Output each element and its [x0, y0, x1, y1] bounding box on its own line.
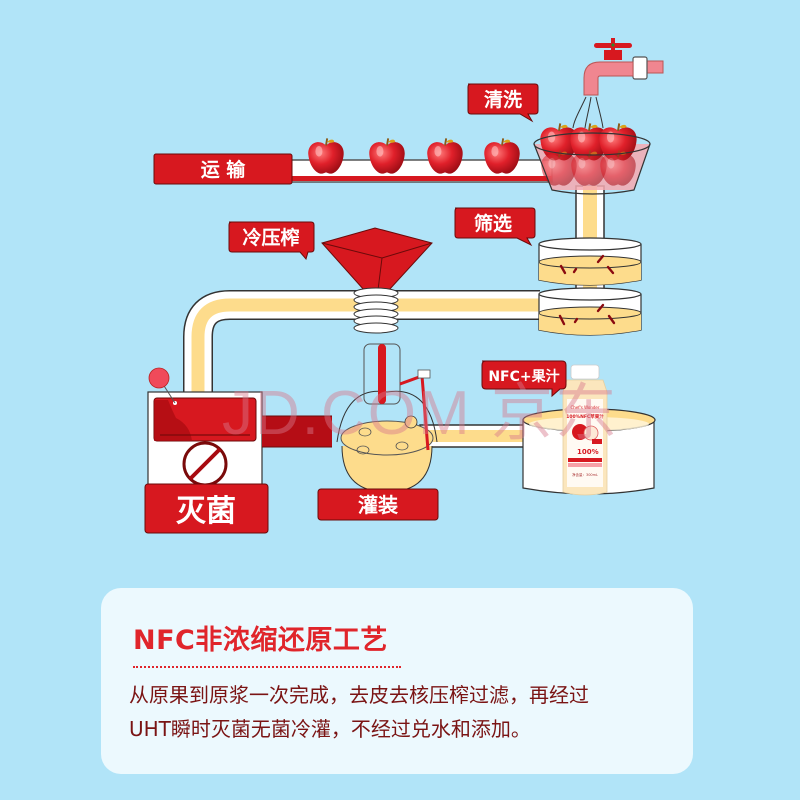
- label-transport: 运 输: [153, 153, 293, 185]
- bottle-volume: 净含量：300mL: [572, 472, 598, 477]
- apple-icon: [483, 137, 521, 175]
- juice-bottle-icon: Chef's Wonder 100%NFC苹果汁 100% 净含量：300mL: [562, 364, 608, 496]
- spring-coil-icon: [353, 287, 399, 334]
- faucet-icon: [572, 38, 664, 129]
- label-wash-text: 清洗: [484, 88, 522, 111]
- label-sterilize: 灭菌: [144, 483, 269, 534]
- info-card: NFC非浓缩还原工艺 从原果到原浆一次完成，去皮去核压榨过滤，再经过 UHT瞬时…: [101, 588, 693, 774]
- apple-icon: [368, 137, 406, 175]
- sieve-icon: [538, 237, 642, 336]
- info-title: NFC非浓缩还原工艺: [133, 625, 388, 656]
- label-cold-press-text: 冷压榨: [242, 226, 299, 249]
- label-filter: 筛选: [454, 207, 536, 247]
- label-transport-text: 运 输: [201, 158, 247, 181]
- wash-bowl-icon: [533, 122, 651, 195]
- flask-icon: [336, 343, 438, 493]
- label-wash: 清洗: [467, 83, 539, 123]
- label-product: NFC+果汁: [481, 360, 567, 398]
- bottle-badge: 100%: [577, 448, 599, 456]
- pipe-sieve-to-sterilizer: [183, 290, 540, 395]
- bottle-product-line: 100%NFC苹果汁: [566, 413, 604, 420]
- sterilizer-machine-icon: [147, 367, 332, 489]
- no-sign-icon: [182, 441, 228, 487]
- info-body: 从原果到原浆一次完成，去皮去核压榨过滤，再经过 UHT瞬时灭菌无菌冷灌，不经过兑…: [129, 678, 669, 746]
- funnel-icon: [321, 227, 433, 291]
- info-body-line: UHT瞬时灭菌无菌冷灌，不经过兑水和添加。: [129, 717, 531, 741]
- label-sterilize-text: 灭菌: [176, 494, 236, 529]
- label-fill: 灌装: [317, 488, 439, 521]
- pipe-flask-to-pot: [419, 424, 531, 448]
- label-product-text: NFC+果汁: [488, 368, 559, 385]
- label-cold-press: 冷压榨: [228, 221, 315, 261]
- info-body-line: 从原果到原浆一次完成，去皮去核压榨过滤，再经过: [129, 683, 589, 707]
- bottle-brand: Chef's Wonder: [571, 405, 600, 410]
- dotted-divider: [133, 666, 401, 668]
- apple-icon: [426, 137, 464, 175]
- label-fill-text: 灌装: [358, 493, 398, 517]
- label-filter-text: 筛选: [474, 212, 512, 235]
- apple-icon: [307, 137, 345, 175]
